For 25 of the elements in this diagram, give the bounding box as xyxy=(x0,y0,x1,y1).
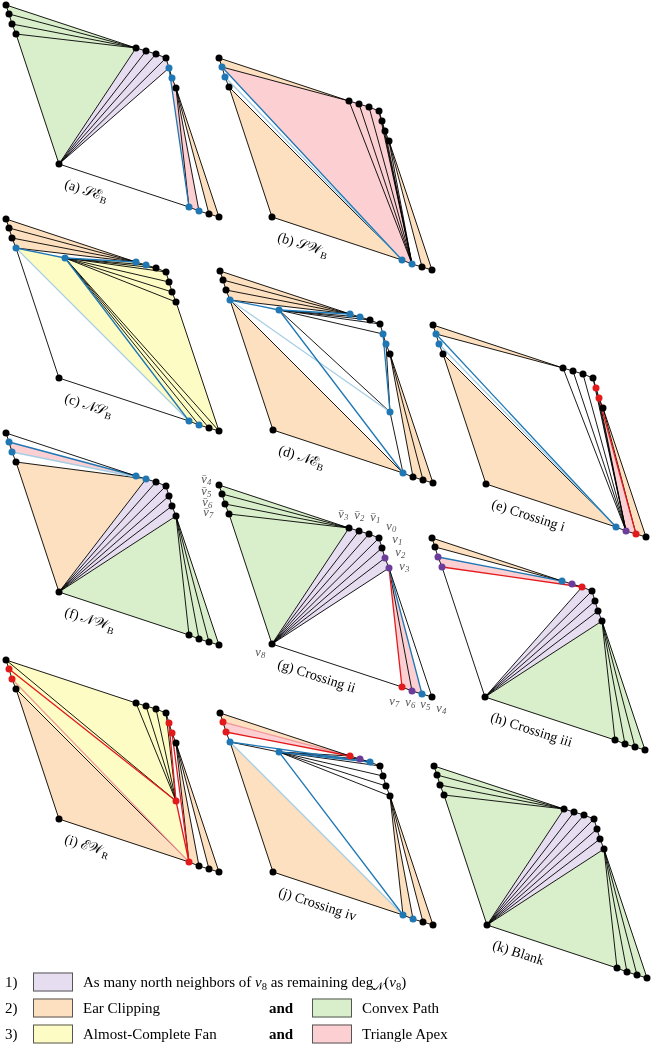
row-number: 1) xyxy=(5,973,18,991)
legend-text: Ear Clipping xyxy=(83,999,161,1017)
vertex-label: v$_{0}$ xyxy=(386,519,397,533)
vertex-label: v̄$_{5}$ xyxy=(201,484,212,498)
legend-text: Almost-Complete Fan xyxy=(83,1025,217,1043)
conjunction-text: and xyxy=(269,1025,294,1043)
vertex-label: v̄$_{4}$ xyxy=(201,472,212,486)
row-number: 2) xyxy=(5,999,18,1017)
vertex-label: v̄$_{2}$ xyxy=(354,508,365,522)
vertex-label: v$_{8}$ xyxy=(255,645,266,659)
legend-text: Triangle Apex xyxy=(362,1025,448,1043)
vertex-label: v̄$_{3}$ xyxy=(338,507,349,521)
vertex-label: v$_{5}$ xyxy=(420,697,431,711)
vertex-label: v$_{7}$ xyxy=(389,694,400,708)
panel-caption: (k) Blank xyxy=(490,937,546,969)
vertex-label: v̄$_{1}$ xyxy=(370,510,381,524)
vertex-label: v$_{3}$ xyxy=(399,559,410,573)
legend-text: As many north neighbors of v$_{8}$ as remaining deg$_{𝒩}$(v$_{8}$) xyxy=(83,973,407,991)
conjunction-text: and xyxy=(269,999,294,1017)
vertex-label: v$_{4}$ xyxy=(436,701,447,715)
row-number: 3) xyxy=(5,1025,18,1043)
vertex-label: v$_{6}$ xyxy=(405,695,416,709)
legend-text: Convex Path xyxy=(362,999,440,1017)
vertex-label: v$_{2}$ xyxy=(395,545,406,559)
vertex-label: v$_{1}$ xyxy=(392,532,403,546)
